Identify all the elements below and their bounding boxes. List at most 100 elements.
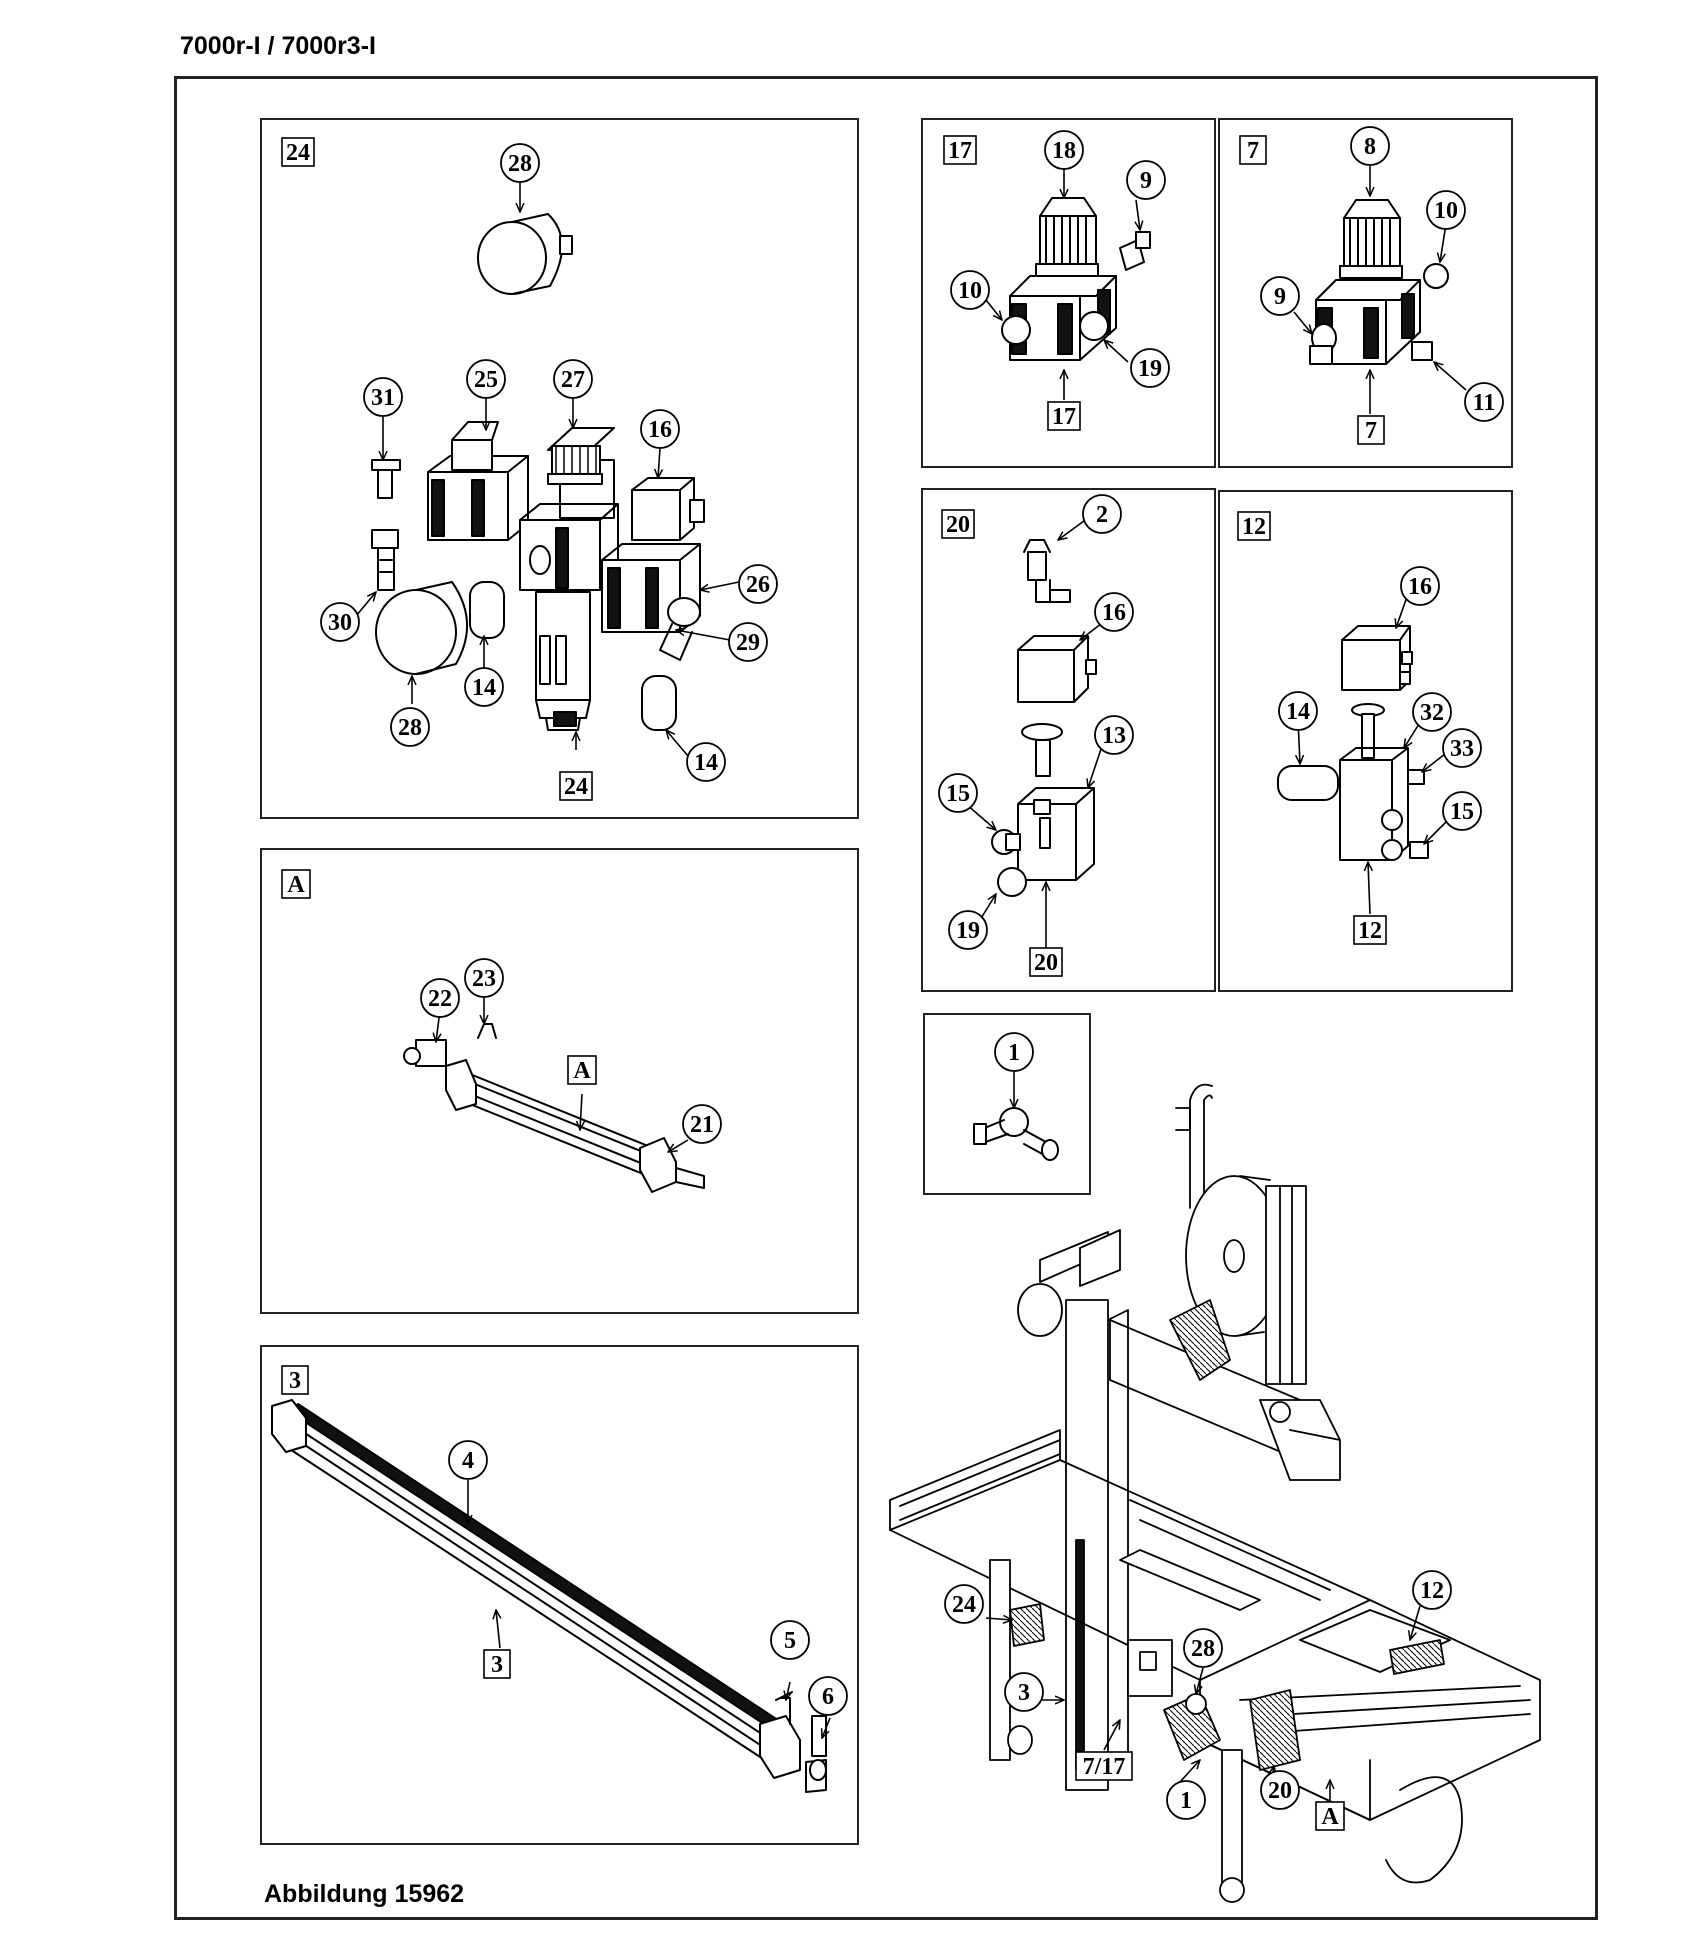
panel-3-drawing	[271, 1399, 827, 1793]
callout-3-machine: 3	[1004, 1672, 1044, 1712]
callout-9: 9	[1126, 160, 1166, 200]
svg-text:A: A	[287, 872, 305, 898]
callout-5: 5	[770, 1620, 810, 1660]
svg-text:9: 9	[1274, 284, 1286, 310]
callout-28-bottom: 28	[390, 707, 430, 747]
svg-text:3: 3	[289, 1368, 301, 1394]
callout-15: 15	[1442, 791, 1482, 831]
box-label-20: 20	[1029, 947, 1063, 977]
callout-1-machine: 1	[1166, 1780, 1206, 1820]
svg-text:A: A	[573, 1058, 591, 1084]
svg-text:16: 16	[1408, 574, 1432, 600]
box-label-24: 24	[559, 771, 593, 801]
svg-text:17: 17	[1052, 404, 1076, 430]
callout-26: 26	[738, 564, 778, 604]
callout-21: 21	[682, 1104, 722, 1144]
svg-text:24: 24	[286, 140, 310, 166]
svg-text:8: 8	[1364, 134, 1376, 160]
callout-16: 16	[640, 409, 680, 449]
svg-text:6: 6	[822, 1684, 834, 1710]
panel-20-frame	[921, 488, 1216, 992]
callout-23: 23	[464, 958, 504, 998]
callout-10: 10	[1426, 190, 1466, 230]
callout-14-a: 14	[464, 667, 504, 707]
diagram-frame	[174, 76, 1598, 1920]
callout-30: 30	[320, 602, 360, 642]
callout-19: 19	[948, 910, 988, 950]
callout-18: 18	[1044, 130, 1084, 170]
svg-text:13: 13	[1102, 723, 1126, 749]
box-label-7: 7	[1357, 415, 1385, 445]
svg-text:14: 14	[472, 675, 496, 701]
callout-16: 16	[1094, 592, 1134, 632]
callout-13: 13	[1094, 715, 1134, 755]
callout-29: 29	[728, 622, 768, 662]
svg-text:17: 17	[948, 138, 972, 164]
svg-text:32: 32	[1420, 700, 1444, 726]
svg-text:15: 15	[946, 781, 970, 807]
callout-22: 22	[420, 978, 460, 1018]
callout-15: 15	[938, 773, 978, 813]
svg-text:20: 20	[1034, 950, 1058, 976]
callout-4: 4	[448, 1440, 488, 1480]
box-label-17: 17	[1047, 401, 1081, 431]
callout-28-top: 28	[500, 143, 540, 183]
box-label-A: A	[567, 1055, 597, 1085]
svg-text:16: 16	[1102, 600, 1126, 626]
svg-text:16: 16	[648, 417, 672, 443]
callout-27: 27	[553, 359, 593, 399]
panel-tag-20: 20	[941, 509, 975, 539]
panel-tag-3: 3	[281, 1365, 309, 1395]
box-label-12: 12	[1353, 915, 1387, 945]
svg-text:12: 12	[1420, 1578, 1444, 1604]
box-label-7-17: 7/17	[1075, 1751, 1133, 1781]
svg-text:3: 3	[1018, 1680, 1030, 1706]
svg-text:2: 2	[1096, 502, 1108, 528]
svg-text:26: 26	[746, 572, 770, 598]
callout-10: 10	[950, 270, 990, 310]
panel-tag-12: 12	[1237, 511, 1271, 541]
svg-text:7: 7	[1365, 418, 1377, 444]
svg-text:18: 18	[1052, 138, 1076, 164]
svg-text:24: 24	[952, 1592, 976, 1618]
panel-17-frame	[921, 118, 1216, 468]
figure-caption: Abbildung 15962	[264, 1880, 465, 1908]
svg-text:12: 12	[1358, 918, 1382, 944]
callout-20-machine: 20	[1260, 1770, 1300, 1810]
svg-text:3: 3	[491, 1652, 503, 1678]
callout-19: 19	[1130, 348, 1170, 388]
svg-text:28: 28	[1191, 1636, 1215, 1662]
svg-text:1: 1	[1008, 1040, 1020, 1066]
svg-text:15: 15	[1450, 799, 1474, 825]
machine-drawing	[889, 1083, 1541, 1903]
callout-31: 31	[363, 377, 403, 417]
panel-17-drawing	[1001, 197, 1151, 361]
svg-text:A: A	[1321, 1804, 1339, 1830]
panel-7-drawing	[1309, 199, 1449, 365]
svg-text:12: 12	[1242, 514, 1266, 540]
svg-text:10: 10	[1434, 198, 1458, 224]
callout-24-machine: 24	[944, 1584, 984, 1624]
panel-tag-7: 7	[1239, 135, 1267, 165]
svg-text:11: 11	[1473, 390, 1496, 416]
svg-text:20: 20	[1268, 1778, 1292, 1804]
page-title: 7000r-I / 7000r3-I	[180, 32, 376, 60]
svg-text:33: 33	[1450, 736, 1474, 762]
svg-text:28: 28	[508, 151, 532, 177]
panel-tag-24: 24	[281, 137, 315, 167]
callout-6: 6	[808, 1676, 848, 1716]
box-label-3: 3	[483, 1649, 511, 1679]
svg-text:14: 14	[1286, 699, 1310, 725]
panel-24-frame	[260, 118, 859, 819]
panel-A-drawing	[403, 1023, 705, 1193]
svg-text:4: 4	[462, 1448, 474, 1474]
panel-tag-17: 17	[943, 135, 977, 165]
panel-12-frame	[1218, 490, 1513, 992]
panel-1-frame	[923, 1013, 1091, 1195]
panel-20-drawing	[991, 539, 1097, 897]
svg-text:19: 19	[956, 918, 980, 944]
svg-text:7/17: 7/17	[1083, 1754, 1126, 1780]
callout-14-b: 14	[686, 742, 726, 782]
panel-12-drawing	[1277, 625, 1429, 861]
